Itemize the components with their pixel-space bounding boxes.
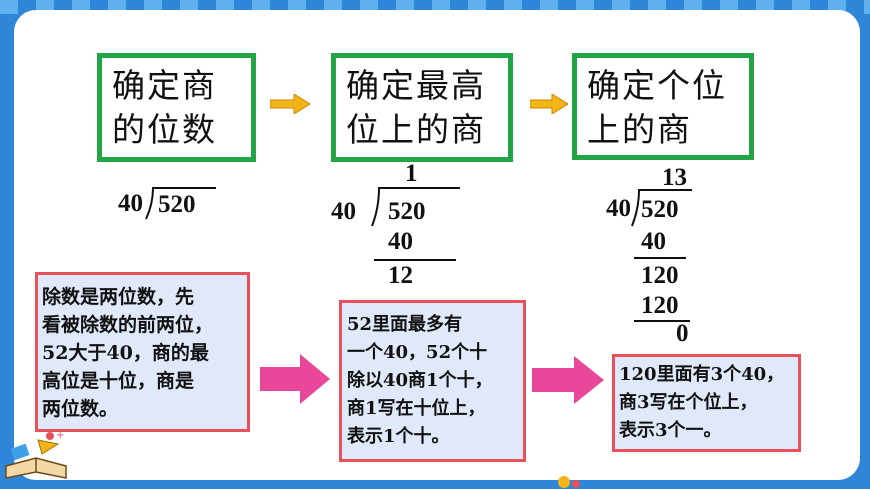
calc2-remainder: 12 xyxy=(388,262,413,289)
calc3-quotient: 13 xyxy=(662,164,687,191)
step-line: 确定商 xyxy=(112,66,217,105)
calc2-product: 40 xyxy=(388,228,413,255)
note-box-highest-digit: 52里面最多有 一个40，52个十 除以40商1个十， 商1写在十位上， 表示1… xyxy=(339,300,526,462)
note-line: 120里面有3个40， xyxy=(619,364,785,385)
note-line: 看被除数的前两位， xyxy=(42,314,214,336)
step-box-ones-digit: 确定个位 上的商 xyxy=(572,53,754,160)
note-line: 表示1个十。 xyxy=(347,426,450,447)
calc1-divisor: 40 xyxy=(118,190,143,217)
note-line: 52大于40，商的最 xyxy=(42,342,209,364)
division-bracket xyxy=(145,187,216,220)
decor-dot xyxy=(558,476,570,488)
arrow-right-icon xyxy=(270,94,310,114)
note-line: 52里面最多有 xyxy=(347,314,463,335)
note-box-ones-digit: 120里面有3个40， 商3写在个位上， 表示3个一。 xyxy=(612,354,801,452)
note-line: 高位是十位，商是 xyxy=(42,370,195,392)
subtraction-line xyxy=(634,320,690,322)
arrow-right-icon xyxy=(260,354,330,404)
arrow-right-icon xyxy=(530,94,568,114)
subtraction-line xyxy=(374,259,456,261)
step-line: 的位数 xyxy=(112,110,217,149)
svg-text:+: + xyxy=(56,430,64,441)
calc3-product1: 40 xyxy=(641,228,666,255)
note-line: 商3写在个位上， xyxy=(619,392,758,413)
step-box-highest-digit: 确定最高 位上的商 xyxy=(331,53,513,162)
subtraction-line xyxy=(634,257,686,259)
book-stationery-icon: + xyxy=(5,430,67,479)
calc3-divisor: 40 xyxy=(606,195,631,222)
division-bracket xyxy=(371,187,460,227)
note-line: 除以40商1个十， xyxy=(347,370,493,391)
step-line: 上的商 xyxy=(587,110,692,149)
decor-dot xyxy=(572,480,580,488)
calc3-remainder: 0 xyxy=(676,320,689,347)
calc2-dividend: 520 xyxy=(388,198,426,225)
step-line: 确定个位 xyxy=(587,66,727,105)
calc3-product2: 120 xyxy=(641,292,679,319)
step-line: 确定最高 xyxy=(346,66,486,105)
step-line: 位上的商 xyxy=(346,110,486,149)
note-box-quotient-digits: 除数是两位数，先 看被除数的前两位， 52大于40，商的最 高位是十位，商是 两… xyxy=(35,272,250,432)
calc3-partial: 120 xyxy=(641,262,679,289)
division-bracket xyxy=(631,189,692,227)
calc2-quotient: 1 xyxy=(405,160,418,187)
note-line: 除数是两位数，先 xyxy=(42,286,195,308)
step-box-quotient-digits: 确定商 的位数 xyxy=(97,53,256,162)
note-line: 商1写在十位上， xyxy=(347,398,486,419)
calc2-divisor: 40 xyxy=(331,198,356,225)
note-line: 表示3个一。 xyxy=(619,420,722,441)
note-line: 两位数。 xyxy=(42,398,119,420)
calc1-dividend: 520 xyxy=(158,191,196,218)
note-line: 一个40，52个十 xyxy=(347,342,488,363)
arrow-right-icon xyxy=(532,356,604,404)
calc3-dividend: 520 xyxy=(641,196,679,223)
